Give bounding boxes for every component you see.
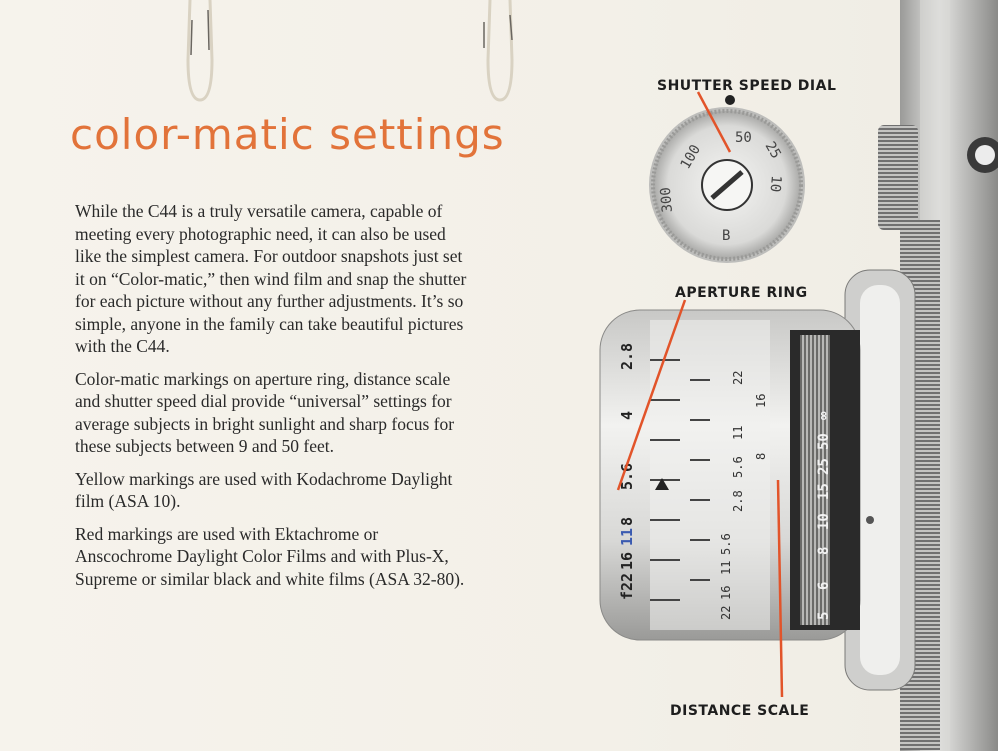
body-text: While the C44 is a truly versatile camer…: [75, 200, 475, 600]
aperture-4: 4: [618, 411, 636, 420]
scale-25: 25: [816, 458, 832, 475]
scale-10: 10: [816, 513, 832, 530]
scale-50: 50: [816, 433, 832, 450]
paragraph: While the C44 is a truly versatile camer…: [75, 201, 467, 356]
aperture-f22: f22: [618, 573, 636, 600]
label-shutter-speed-dial: SHUTTER SPEED DIAL: [657, 78, 837, 94]
dof-22-bottom: 22: [719, 606, 733, 620]
dof-5-6-bottom: 5.6: [719, 533, 733, 555]
scale-infinity: ∞: [816, 411, 832, 420]
dial-25: 25: [762, 139, 784, 162]
label-distance-scale: DISTANCE SCALE: [670, 703, 810, 719]
label-aperture-ring: APERTURE RING: [675, 285, 808, 301]
binder-clip-left: [186, 0, 214, 102]
dof-22-top: 22: [731, 371, 745, 385]
aperture-2-8: 2.8: [618, 343, 636, 370]
aperture-8: 8: [618, 517, 636, 526]
dial-b: B: [722, 228, 730, 244]
aperture-5-6: 5.6: [618, 463, 636, 490]
dof-16-bottom: 16: [719, 586, 733, 600]
dof-5-6-top: 5.6: [731, 456, 745, 478]
dial-300: 300: [658, 186, 676, 213]
scale-5: 5: [816, 612, 832, 620]
dof-11-top: 11: [731, 426, 745, 440]
binder-clip-right: [483, 0, 514, 102]
paragraph: Yellow markings are used with Kodachrome…: [75, 468, 453, 512]
dof-2-8: 2.8: [731, 490, 745, 512]
dial-10: 10: [767, 175, 784, 193]
dial-50: 50: [735, 130, 752, 146]
dof-11-bottom: 11: [719, 561, 733, 575]
aperture-11: 11: [618, 528, 636, 546]
aperture-16: 16: [618, 552, 636, 570]
page-title: color-matic settings: [70, 110, 505, 159]
scale-15: 15: [816, 483, 832, 500]
paragraph: Color-matic markings on aperture ring, d…: [75, 368, 455, 457]
dof-16-top: 16: [754, 394, 768, 408]
scale-6: 6: [816, 582, 832, 590]
paragraph: Red markings are used with Ektachrome or…: [75, 523, 465, 589]
dof-8: 8: [754, 453, 768, 460]
camera-illustration: f22 16 11 8 5.6 4 2.8 22 16 11 5.6 2.8 8…: [599, 0, 998, 751]
scale-8: 8: [816, 547, 832, 555]
